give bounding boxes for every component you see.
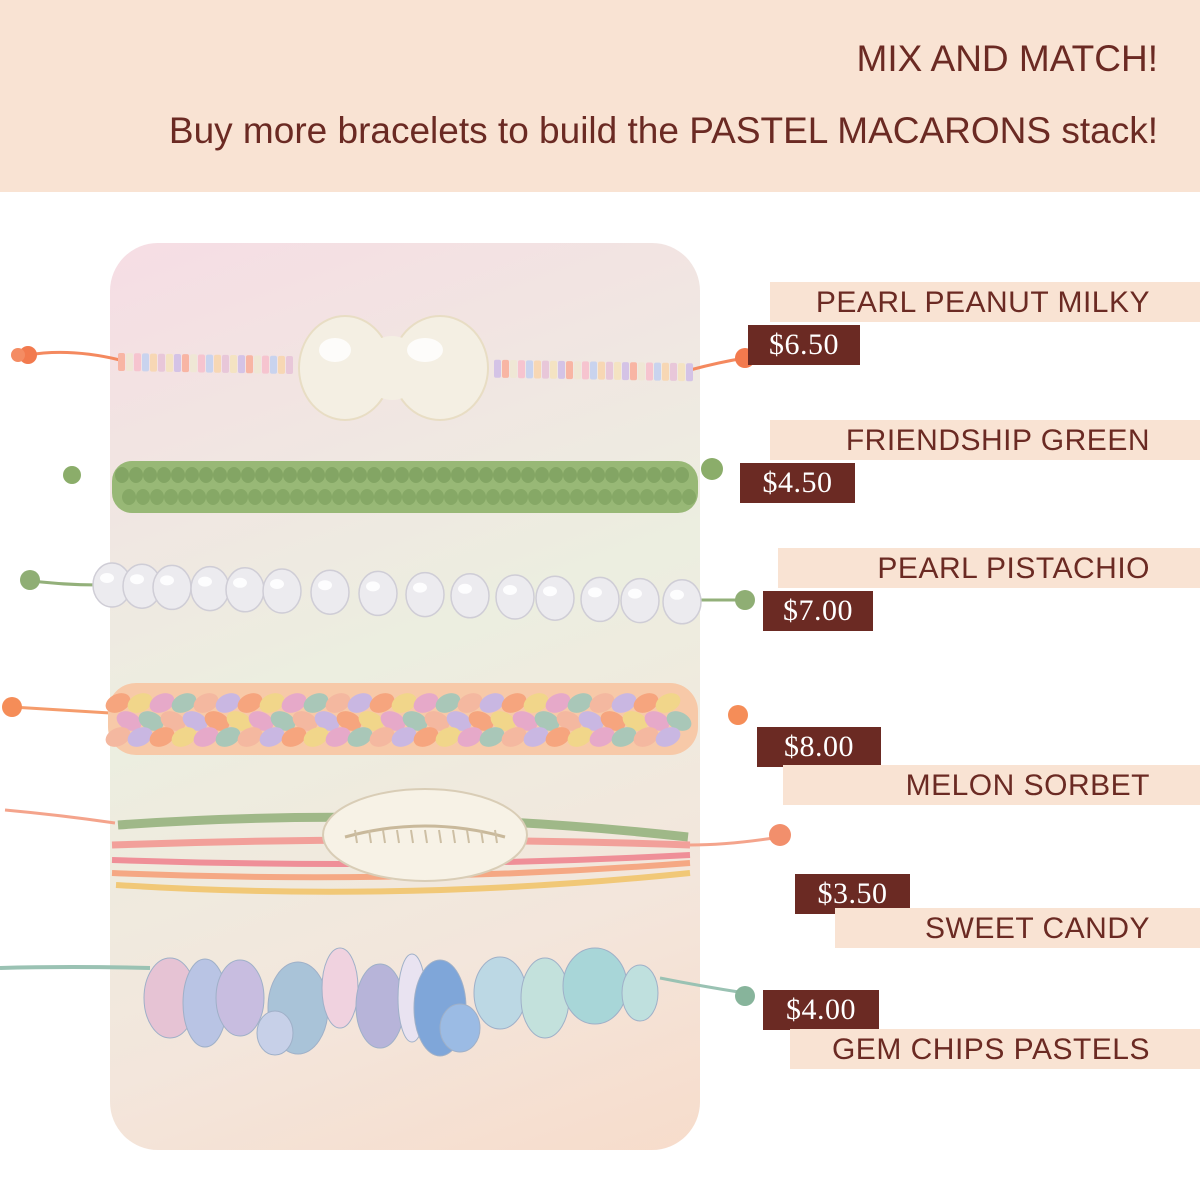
product-name-label-6: GEM CHIPS PASTELS bbox=[790, 1029, 1200, 1069]
price-tag-1: $6.50 bbox=[748, 325, 860, 365]
price-tag-3: $7.00 bbox=[763, 591, 873, 631]
bracelet-sweet-candy-image bbox=[0, 775, 800, 915]
price-tag-2: $4.50 bbox=[740, 463, 855, 503]
bracelet-pearl-peanut-image bbox=[0, 300, 800, 450]
bracelet-pearl-pistachio-image bbox=[0, 555, 800, 645]
product-name-text: PEARL PISTACHIO bbox=[877, 552, 1150, 585]
product-name-text: SWEET CANDY bbox=[925, 912, 1150, 945]
product-name-label-3: PEARL PISTACHIO bbox=[778, 548, 1200, 588]
product-name-text: MELON SORBET bbox=[905, 769, 1150, 802]
price-tag-4: $8.00 bbox=[757, 727, 881, 767]
product-name-text: GEM CHIPS PASTELS bbox=[831, 1033, 1150, 1066]
bracelet-friendship-green-image bbox=[0, 455, 800, 525]
bracelet-melon-sorbet-image bbox=[0, 675, 800, 770]
banner-subheadline: Buy more bracelets to build the PASTEL M… bbox=[168, 110, 1158, 151]
product-name-label-1: PEARL PEANUT MILKY bbox=[770, 282, 1200, 322]
banner-headline: MIX AND MATCH! bbox=[856, 38, 1159, 79]
product-name-text: PEARL PEANUT MILKY bbox=[815, 286, 1150, 319]
product-name-text: FRIENDSHIP GREEN bbox=[845, 424, 1150, 457]
price-tag-5: $3.50 bbox=[795, 874, 910, 914]
product-name-label-4: MELON SORBET bbox=[783, 765, 1200, 805]
price-tag-6: $4.00 bbox=[763, 990, 879, 1030]
product-name-label-5: SWEET CANDY bbox=[835, 908, 1200, 948]
promo-banner: MIX AND MATCH! Buy more bracelets to bui… bbox=[0, 0, 1200, 192]
product-name-label-2: FRIENDSHIP GREEN bbox=[770, 420, 1200, 460]
bracelet-gem-chips-image bbox=[0, 928, 800, 1078]
